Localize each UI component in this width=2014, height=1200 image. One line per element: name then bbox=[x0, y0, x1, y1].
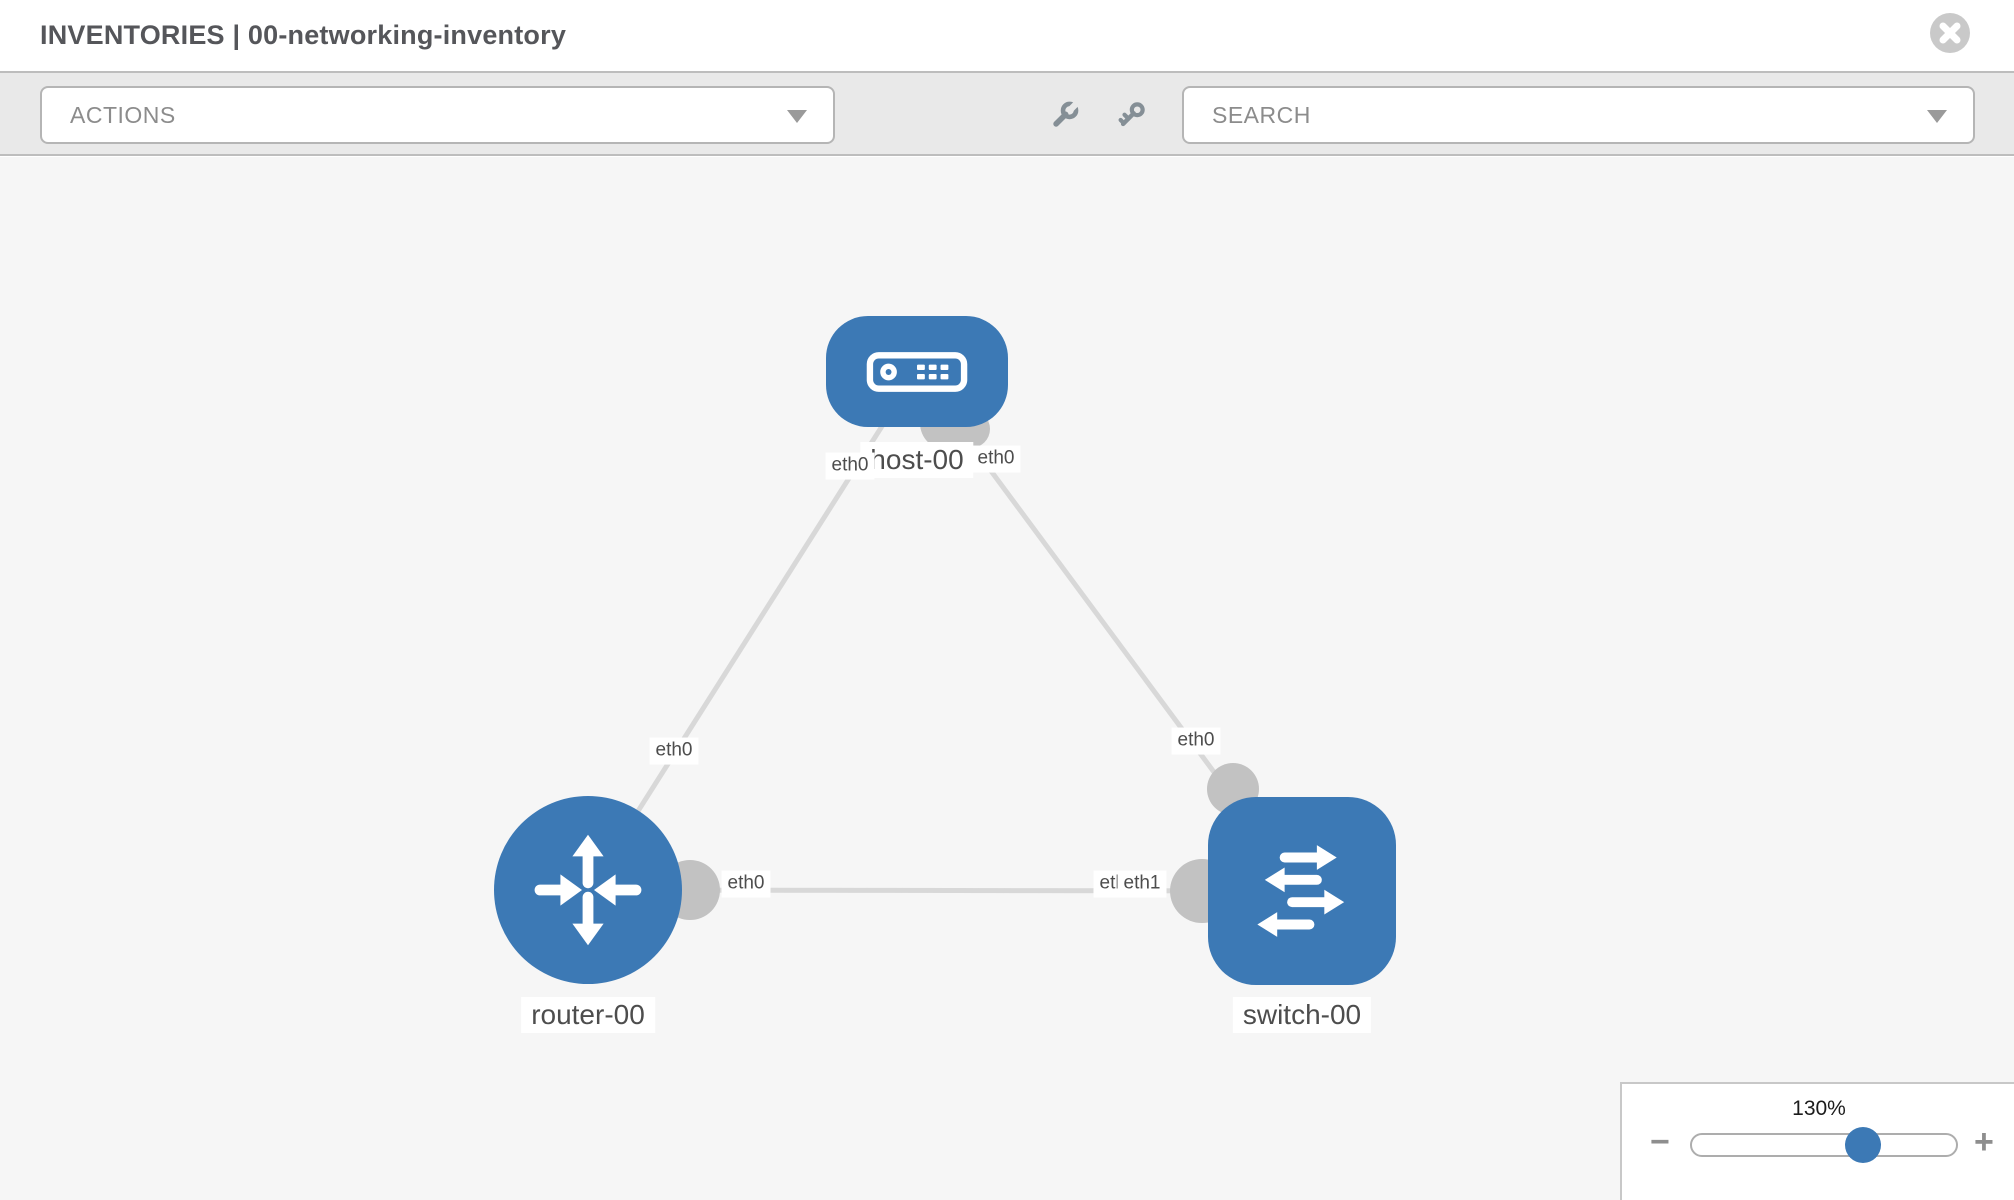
switch-icon bbox=[1257, 845, 1345, 937]
node-router-00[interactable] bbox=[494, 796, 682, 984]
node-label-host: host-00 bbox=[860, 442, 974, 478]
search-dropdown[interactable]: SEARCH bbox=[1182, 86, 1975, 144]
zoom-slider[interactable] bbox=[1690, 1127, 1958, 1163]
zoom-slider-handle[interactable] bbox=[1845, 1127, 1881, 1163]
actions-dropdown[interactable]: ACTIONS bbox=[40, 86, 835, 144]
node-host-00[interactable] bbox=[826, 316, 1008, 427]
node-label-router: router-00 bbox=[521, 997, 655, 1033]
topology-edges-layer bbox=[585, 369, 1305, 923]
interface-label: eth0 bbox=[649, 737, 699, 765]
chevron-down-icon bbox=[787, 110, 807, 123]
key-icon bbox=[1118, 102, 1145, 127]
toolbar: ACTIONS SEARCH bbox=[0, 71, 2014, 156]
header: INVENTORIES | 00-networking-inventory bbox=[0, 0, 2014, 71]
node-label-switch: switch-00 bbox=[1232, 997, 1372, 1033]
zoom-out-button[interactable]: − bbox=[1650, 1123, 1670, 1161]
zoom-level-value: 130% bbox=[1792, 1097, 1846, 1120]
host-icon bbox=[866, 351, 968, 392]
close-button[interactable] bbox=[1929, 12, 1971, 54]
interface-label: eth1 bbox=[1117, 870, 1167, 898]
wrench-icon bbox=[1053, 101, 1079, 127]
interface-label: eth0 bbox=[721, 870, 771, 898]
chevron-down-icon bbox=[1927, 110, 1947, 123]
topology-canvas[interactable]: host-00 router-00 switch-00 eth0 eth0 et… bbox=[0, 157, 2014, 1200]
wrench-button[interactable] bbox=[1049, 99, 1083, 133]
actions-dropdown-label: ACTIONS bbox=[70, 101, 176, 128]
search-dropdown-label: SEARCH bbox=[1212, 101, 1311, 128]
page-title: INVENTORIES | 00-networking-inventory bbox=[40, 20, 567, 50]
interface-label: eth0 bbox=[971, 445, 1021, 473]
node-switch-00[interactable] bbox=[1208, 797, 1396, 985]
router-icon bbox=[534, 834, 642, 946]
zoom-in-button[interactable]: + bbox=[1974, 1123, 1994, 1161]
interface-label: eth0 bbox=[1171, 727, 1221, 755]
interface-label: eth0 bbox=[825, 452, 875, 480]
zoom-panel: 130% − + bbox=[1620, 1082, 2014, 1200]
key-button[interactable] bbox=[1116, 99, 1150, 133]
close-icon bbox=[1930, 13, 1970, 53]
